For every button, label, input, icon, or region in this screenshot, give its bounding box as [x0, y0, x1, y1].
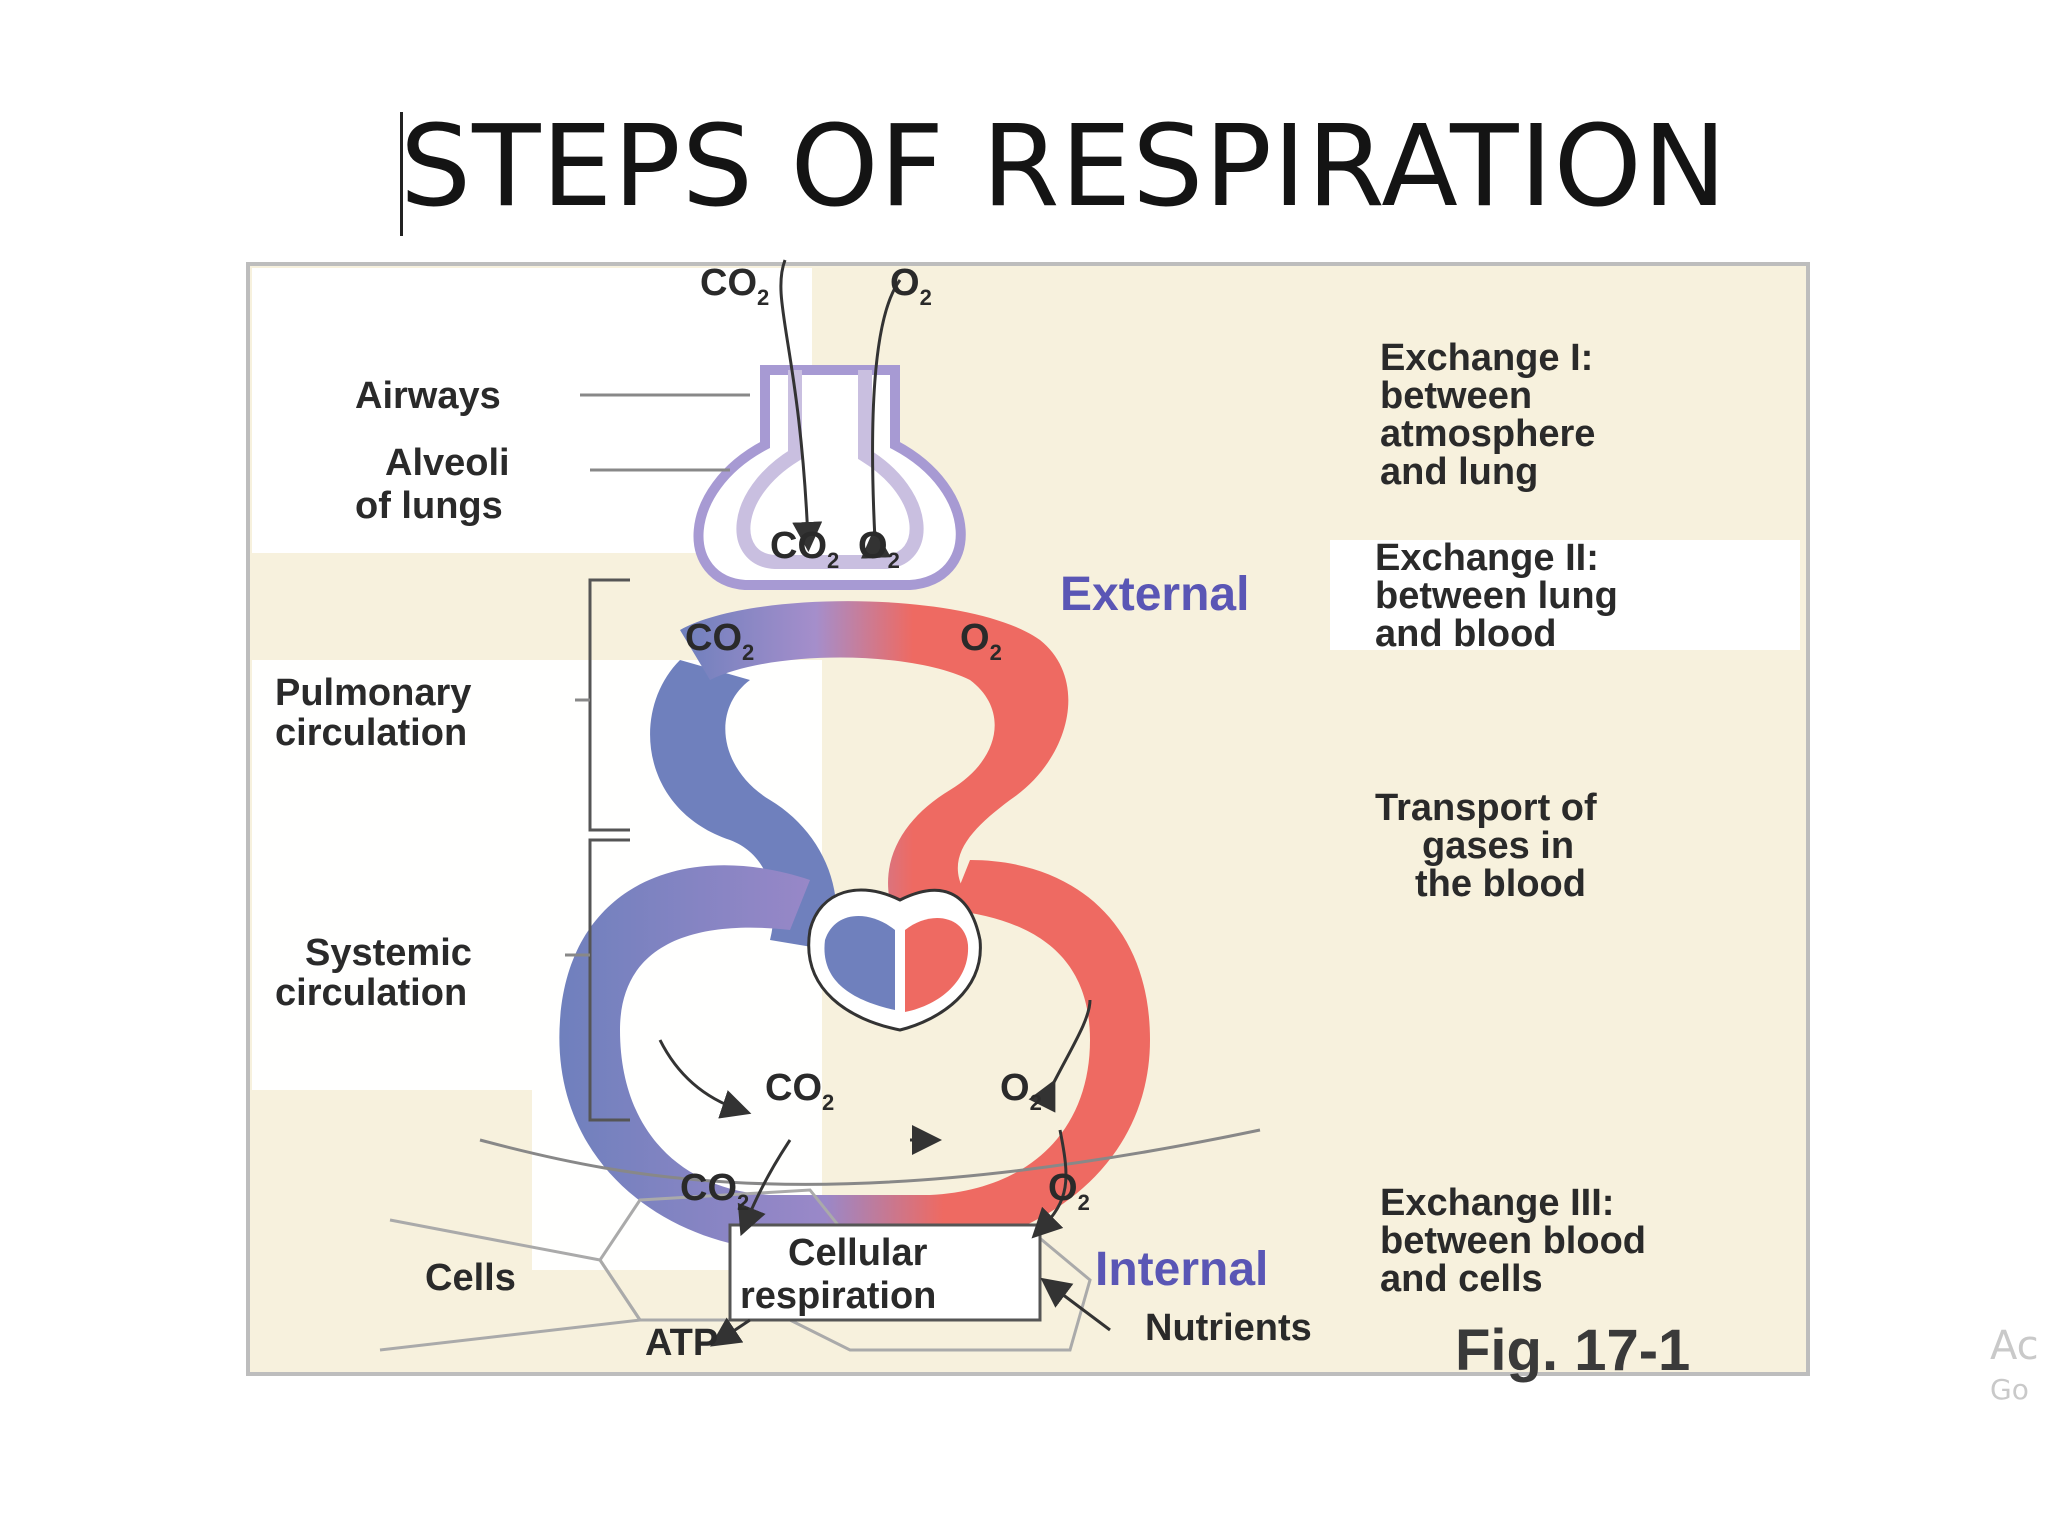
co2-out-arrow [779, 259, 823, 552]
label-exchange-1-line2: between [1380, 375, 1532, 417]
airway-inner [736, 370, 924, 569]
label-exchange-1-line4: and lung [1380, 451, 1538, 493]
label-transport-line3: the blood [1415, 863, 1586, 905]
respiration-diagram: CO2 O2 CO2 O2 CO2 O2 CO2 O2 CO2 O2 Airwa… [210, 240, 1840, 1420]
label-exchange-3-line3: and cells [1380, 1258, 1543, 1300]
gas-systemic-co2: CO2 [765, 1067, 834, 1115]
gas-pulmonary-o2: O2 [960, 617, 1002, 665]
activation-watermark: Ac Go [1990, 1320, 2039, 1408]
label-external: External [1060, 568, 1249, 621]
label-cellular: Cellular [788, 1232, 928, 1274]
heart-right-side [824, 916, 895, 1010]
systemic-loop [559, 860, 1150, 1250]
gas-pulmonary-co2: CO2 [685, 617, 754, 665]
band-white-exchange2 [1330, 540, 1800, 650]
gas-cells-co2: CO2 [680, 1167, 749, 1215]
co2-to-blood-arrow [737, 1139, 792, 1237]
o2-to-cell-arrow [1031, 1129, 1068, 1239]
systemic-bracket [588, 838, 630, 1122]
vein-flow-arrow [658, 1039, 752, 1119]
label-atp: ATP [645, 1322, 718, 1364]
label-exchange-1-line1: Exchange I: [1380, 337, 1593, 379]
label-pulmonary-2: circulation [275, 712, 467, 754]
gas-top-o2: O2 [890, 262, 932, 310]
cell-outline-3 [379, 1218, 643, 1352]
label-exchange-2-line1: Exchange II: [1375, 537, 1599, 579]
nutrients-arrow [1040, 1277, 1111, 1332]
label-alveoli-1: Alveoli [385, 442, 510, 484]
gas-alveoli-o2: O2 [858, 525, 900, 573]
label-transport-line2: gases in [1422, 825, 1574, 867]
label-exchange-3-line2: between blood [1380, 1220, 1646, 1262]
label-exchange-3-line1: Exchange III: [1380, 1182, 1614, 1224]
text-cursor [400, 112, 403, 236]
label-transport-line1: Transport of [1375, 787, 1597, 829]
slide-title: STEPS OF RESPIRATION [400, 102, 1728, 232]
label-nutrients: Nutrients [1145, 1307, 1312, 1349]
artery-flow-arrow [1028, 999, 1092, 1113]
watermark-line-1: Ac [1990, 1323, 2039, 1369]
diagram-canvas: CO2 O2 CO2 O2 CO2 O2 CO2 O2 CO2 O2 Airwa… [246, 259, 1810, 1383]
label-internal: Internal [1095, 1243, 1268, 1296]
gas-top-co2: CO2 [700, 262, 769, 310]
figure-number: Fig. 17-1 [1455, 1318, 1690, 1383]
alveolus-shape [693, 365, 966, 590]
gas-systemic-o2: O2 [1000, 1067, 1042, 1115]
label-airways: Airways [355, 375, 501, 417]
label-pulmonary-1: Pulmonary [275, 672, 471, 714]
label-alveoli-2: of lungs [355, 485, 503, 527]
gas-cells-o2: O2 [1048, 1167, 1090, 1215]
label-systemic-2: circulation [275, 972, 467, 1014]
label-respiration: respiration [740, 1275, 936, 1317]
cellular-respiration-box [728, 1223, 1042, 1322]
atp-arrow [710, 1317, 751, 1347]
band-cells-left [252, 1090, 532, 1370]
label-exchange-1-line3: atmosphere [1380, 413, 1595, 455]
label-exchange-2-line3: and blood [1375, 613, 1557, 655]
label-systemic-1: Systemic [305, 932, 472, 974]
heart-left-side [905, 918, 969, 1012]
pulmonary-loop [680, 601, 1069, 930]
label-exchange-2-line2: between lung [1375, 575, 1618, 617]
pulmonary-bracket [588, 578, 630, 832]
watermark-line-2: Go [1990, 1373, 2029, 1406]
label-cells: Cells [425, 1257, 516, 1299]
o2-in-arrow [860, 279, 902, 559]
gas-alveoli-co2: CO2 [770, 525, 839, 573]
